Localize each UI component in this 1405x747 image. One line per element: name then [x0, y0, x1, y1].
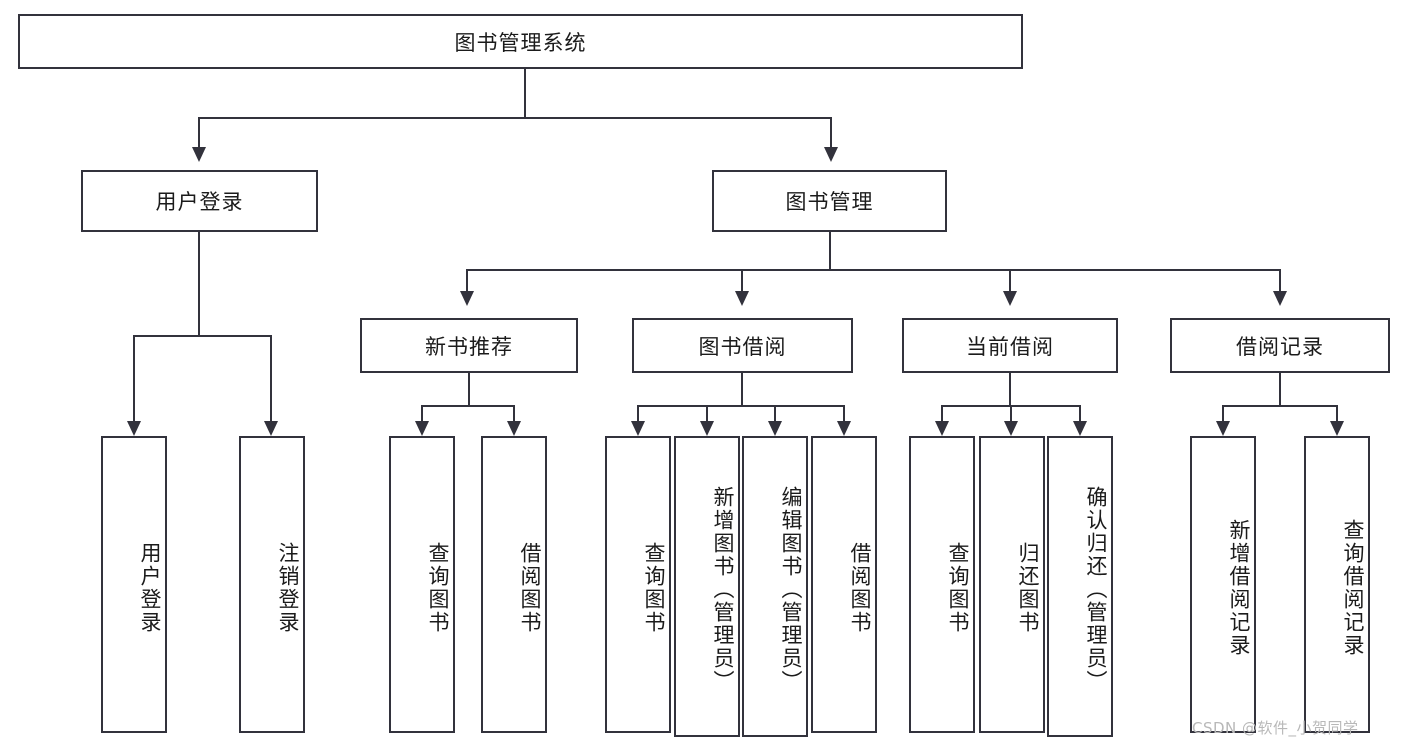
node-label: 用户登录 [155, 190, 244, 214]
connector-book-manage-to-borrow [741, 269, 743, 291]
arrow-user-login-to-leaf1 [127, 421, 141, 436]
node-label: 查询借阅记录 [1341, 518, 1365, 657]
arrow-root-to-book-manage [824, 147, 838, 162]
arrow-book-manage-to-new-books [460, 291, 474, 306]
node-label: 查询图书 [642, 541, 666, 634]
connector-book-manage-stem [829, 232, 831, 269]
node-user-login[interactable]: 用户登录 [81, 170, 318, 232]
arrow-records-to-leaf1 [1216, 421, 1230, 436]
connector-book-manage-to-current [1009, 269, 1011, 291]
node-label: 查询图书 [946, 541, 970, 634]
node-label: 归还图书 [1016, 541, 1040, 634]
connector-borrow-to-leaf1 [637, 405, 639, 421]
node-label: 查询图书 [426, 541, 450, 634]
connector-records-stem [1279, 373, 1281, 405]
connector-new-books-stem [468, 373, 470, 405]
arrow-book-manage-to-current [1003, 291, 1017, 306]
connector-borrow-to-leaf2 [706, 405, 708, 421]
connector-user-login-bar [133, 335, 270, 337]
leaf-borrow-books-borrow[interactable]: 借阅图书 [811, 436, 877, 733]
node-label: 新增借阅记录 [1227, 518, 1251, 657]
node-borrow-records[interactable]: 借阅记录 [1170, 318, 1390, 373]
connector-records-to-leaf1 [1222, 405, 1224, 421]
arrow-current-to-leaf1 [935, 421, 949, 436]
node-label: 新书推荐 [425, 334, 513, 359]
connector-root-to-book-manage [830, 117, 832, 147]
leaf-add-borrow-record[interactable]: 新增借阅记录 [1190, 436, 1256, 733]
connector-book-manage-to-new-books [466, 269, 468, 291]
leaf-query-books-borrow[interactable]: 查询图书 [605, 436, 671, 733]
arrow-root-to-user-login [192, 147, 206, 162]
arrow-borrow-to-leaf2 [700, 421, 714, 436]
connector-root-to-user-login [198, 117, 200, 147]
connector-current-to-leaf3 [1079, 405, 1081, 421]
node-label: 图书管理 [785, 190, 874, 214]
arrow-new-books-to-leaf2 [507, 421, 521, 436]
csdn-watermark: CSDN @软件_小贺同学 [1192, 719, 1359, 737]
arrow-user-login-to-leaf2 [264, 421, 278, 436]
arrow-current-to-leaf2 [1004, 421, 1018, 436]
connector-borrow-to-leaf4 [843, 405, 845, 421]
arrow-borrow-to-leaf4 [837, 421, 851, 436]
leaf-edit-book-admin[interactable]: 编辑图书（管理员） [742, 436, 808, 737]
leaf-confirm-return-admin[interactable]: 确认归还（管理员） [1047, 436, 1113, 737]
node-root-system[interactable]: 图书管理系统 [18, 14, 1023, 69]
connector-records-to-leaf2 [1336, 405, 1338, 421]
node-label: 编辑图书（管理员） [779, 486, 803, 693]
arrow-book-manage-to-borrow [735, 291, 749, 306]
node-label: 新增图书（管理员） [711, 486, 735, 693]
leaf-query-books-recommend[interactable]: 查询图书 [389, 436, 455, 733]
connector-root-bar [198, 117, 832, 119]
connector-current-to-leaf2 [1010, 405, 1012, 421]
arrow-new-books-to-leaf1 [415, 421, 429, 436]
node-new-book-recommend[interactable]: 新书推荐 [360, 318, 578, 373]
connector-current-to-leaf1 [941, 405, 943, 421]
leaf-user-login[interactable]: 用户登录 [101, 436, 167, 733]
node-label: 注销登录 [276, 541, 300, 634]
node-label: 借阅图书 [518, 541, 542, 634]
leaf-query-borrow-record[interactable]: 查询借阅记录 [1304, 436, 1370, 733]
arrow-current-to-leaf3 [1073, 421, 1087, 436]
connector-borrow-to-leaf3 [774, 405, 776, 421]
connector-user-login-to-leaf1 [133, 335, 135, 421]
connector-borrow-stem [741, 373, 743, 405]
connector-new-books-bar [421, 405, 515, 407]
connector-user-login-stem [198, 232, 200, 335]
connector-records-bar [1222, 405, 1337, 407]
connector-new-books-to-leaf2 [513, 405, 515, 421]
connector-current-stem [1009, 373, 1011, 405]
connector-new-books-to-leaf1 [421, 405, 423, 421]
connector-book-manage-to-records [1279, 269, 1281, 291]
leaf-borrow-books-recommend[interactable]: 借阅图书 [481, 436, 547, 733]
node-label: 借阅图书 [848, 541, 872, 634]
arrow-borrow-to-leaf1 [631, 421, 645, 436]
node-book-management[interactable]: 图书管理 [712, 170, 947, 232]
node-label: 当前借阅 [966, 334, 1054, 359]
connector-borrow-bar [637, 405, 844, 407]
node-label: 用户登录 [138, 541, 162, 634]
connector-user-login-to-leaf2 [270, 335, 272, 421]
leaf-query-books-current[interactable]: 查询图书 [909, 436, 975, 733]
node-label: 图书借阅 [698, 334, 787, 359]
node-label: 借阅记录 [1236, 334, 1324, 359]
leaf-return-books[interactable]: 归还图书 [979, 436, 1045, 733]
arrow-borrow-to-leaf3 [768, 421, 782, 436]
leaf-logout[interactable]: 注销登录 [239, 436, 305, 733]
connector-book-manage-bar [466, 269, 1281, 271]
node-book-borrow[interactable]: 图书借阅 [632, 318, 853, 373]
leaf-add-book-admin[interactable]: 新增图书（管理员） [674, 436, 740, 737]
arrow-book-manage-to-records [1273, 291, 1287, 306]
connector-root-stem [524, 69, 526, 117]
node-current-borrow[interactable]: 当前借阅 [902, 318, 1118, 373]
node-label: 确认归还（管理员） [1084, 486, 1108, 693]
arrow-records-to-leaf2 [1330, 421, 1344, 436]
node-label: 图书管理系统 [454, 30, 587, 55]
